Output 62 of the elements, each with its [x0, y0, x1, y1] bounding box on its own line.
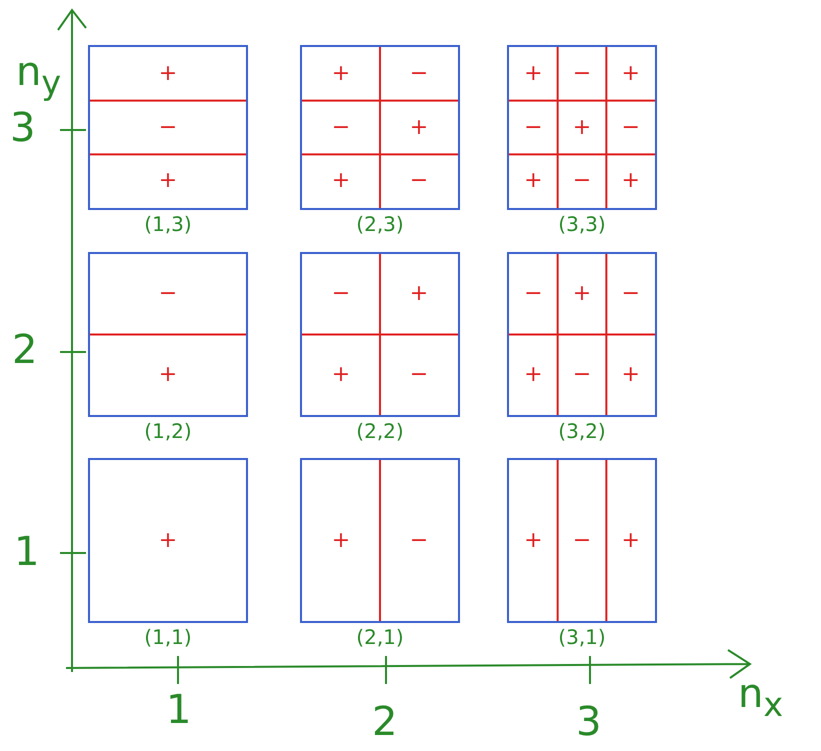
polarity-sign: +: [158, 62, 178, 85]
tick-label: 1: [166, 688, 192, 732]
polarity-sign: −: [572, 62, 592, 85]
polarity-sign: +: [524, 170, 543, 192]
polarity-sign: +: [524, 364, 543, 386]
polarity-sign: −: [524, 116, 543, 138]
polarity-sign: −: [572, 364, 592, 386]
polarity-sign: +: [158, 170, 178, 192]
mode-square: [507, 252, 657, 417]
polarity-sign: −: [621, 283, 640, 306]
polarity-sign: −: [410, 364, 428, 386]
mode-label: (2,2): [356, 419, 404, 443]
axis-label: n$_{x}$: [738, 672, 784, 726]
polarity-sign: +: [621, 170, 640, 192]
polarity-sign: +: [524, 62, 543, 85]
polarity-sign: +: [572, 116, 592, 138]
polarity-sign: −: [410, 530, 428, 552]
mode-square: [88, 252, 248, 417]
mode-label: (1,2): [144, 419, 192, 443]
polarity-sign: +: [572, 283, 592, 306]
mode-square: [88, 45, 248, 210]
mode-square: [507, 45, 657, 210]
polarity-sign: −: [158, 283, 178, 306]
polarity-sign: −: [410, 170, 428, 192]
mode-label: (2,1): [356, 625, 404, 649]
polarity-sign: +: [621, 364, 640, 386]
polarity-sign: +: [332, 62, 350, 85]
polarity-sign: −: [410, 62, 428, 85]
polarity-sign: −: [524, 283, 543, 306]
mode-square: [300, 252, 460, 417]
polarity-sign: −: [332, 116, 350, 138]
tick-label: 3: [10, 106, 36, 150]
tick-label: 2: [372, 700, 398, 744]
mode-label: (2,3): [356, 212, 404, 236]
polarity-sign: −: [621, 116, 640, 138]
polarity-sign: −: [158, 116, 178, 138]
tick-label: 2: [12, 328, 38, 372]
polarity-sign: +: [621, 530, 640, 552]
mode-square: [300, 458, 460, 623]
mode-label: (3,3): [558, 212, 606, 236]
polarity-sign: −: [332, 283, 350, 306]
tick-label: 1: [14, 530, 40, 574]
polarity-sign: +: [158, 530, 178, 552]
mode-label: (1,1): [144, 625, 192, 649]
polarity-sign: −: [572, 530, 592, 552]
mode-label: (3,1): [558, 625, 606, 649]
mode-label: (3,2): [558, 419, 606, 443]
mode-label: (1,3): [144, 212, 192, 236]
polarity-sign: +: [524, 530, 543, 552]
polarity-sign: +: [332, 364, 350, 386]
polarity-sign: +: [332, 530, 350, 552]
polarity-sign: +: [621, 62, 640, 85]
polarity-sign: −: [572, 170, 592, 192]
polarity-sign: +: [410, 116, 428, 138]
axis-label: n$_{y}$: [16, 50, 62, 104]
mode-square: [300, 45, 460, 210]
mode-square: [507, 458, 657, 623]
tick-label: 3: [576, 700, 602, 744]
polarity-sign: +: [410, 283, 428, 306]
mode-square: [88, 458, 248, 623]
polarity-sign: +: [332, 170, 350, 192]
polarity-sign: +: [158, 364, 178, 386]
